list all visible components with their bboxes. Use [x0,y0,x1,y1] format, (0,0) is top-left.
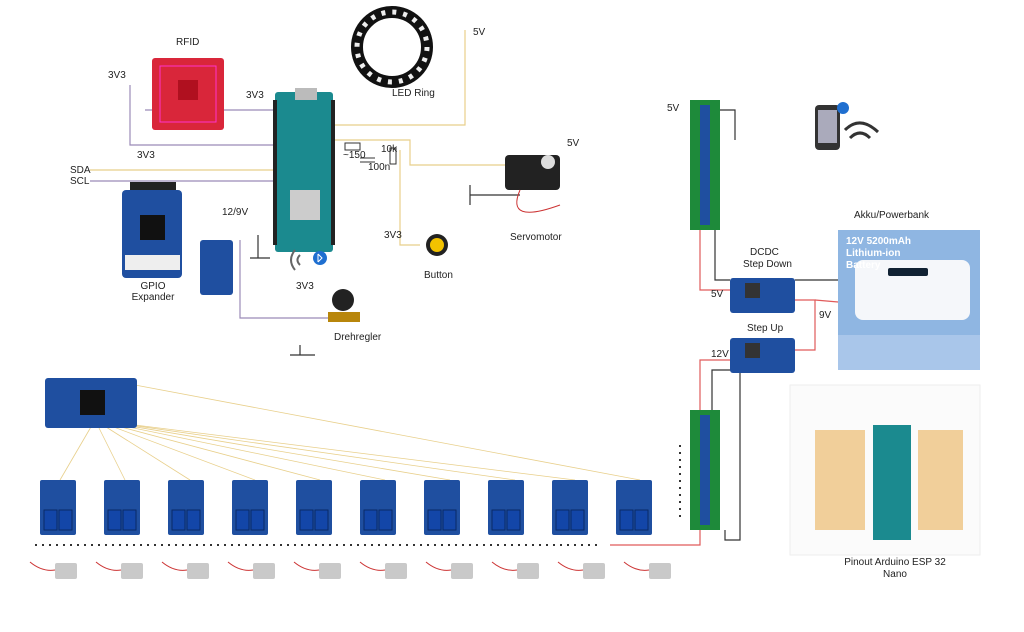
relay-module [296,480,332,535]
gpio-expander-relays [45,378,137,428]
resistor-10k [389,147,397,165]
label-led-ring: LED Ring [392,88,435,99]
bluetooth-icon [313,251,327,265]
label-drehregler: Drehregler [334,332,382,343]
wire-led-data [330,30,466,126]
capacitor-100n [360,157,375,163]
wire-pot [239,240,330,319]
small-sensor-board [200,240,233,295]
solenoid [95,561,143,579]
wire-rail-relay-red [610,530,701,546]
relay-module [488,480,524,535]
solenoid [623,561,671,579]
wire-button [399,150,420,246]
relay-module [360,480,396,535]
rfid-module [152,58,224,130]
dcdc-step-down [730,278,795,313]
led-ring [351,6,433,88]
wire-servo-signal [330,139,520,166]
solenoid [293,561,341,579]
servomotor [505,155,561,213]
solenoid [29,561,77,579]
ground-symbols [250,185,520,356]
label-step-up-9v: 9V [819,310,832,321]
potentiometer [328,289,360,322]
label-sda: SDA [70,165,91,176]
esp32-pinout [789,384,981,556]
solenoids [29,561,671,579]
relay-module [168,480,204,535]
solenoid [227,561,275,579]
gpio-expander [122,182,182,278]
solenoid [491,561,539,579]
label-akku: Akku/Powerbank [854,210,930,221]
relay-modules [40,480,652,535]
relay-module [40,480,76,535]
relay-module [552,480,588,535]
phone-icon [815,105,840,150]
label-resistor-10k: 10k [381,144,398,155]
terminal-rail-bottom [690,410,720,530]
label-step-down-5v: 5V [711,289,724,300]
relay-wires [59,384,641,481]
label-servomotor: Servomotor [510,232,562,243]
label-pinout-title: Pinout Arduino ESP 32 Nano [844,557,946,580]
wire-rfid [129,85,275,146]
relay-module [104,480,140,535]
label-dcdc: DCDC [750,247,779,258]
label-servo-5v: 5V [567,138,580,149]
relay-module [232,480,268,535]
solenoid [557,561,605,579]
wire-12v-red [699,359,735,420]
resistor-150 [344,142,361,151]
solenoid [161,561,209,579]
label-rfid-3v3-left: 3V3 [108,70,126,81]
label-step-down: Step Down [743,259,792,270]
solenoid [425,561,473,579]
label-button: Button [424,270,453,281]
label-capacitor-100n: 100n [368,162,391,173]
wire-9v [795,299,816,351]
label-scl: SCL [70,176,90,187]
label-gpio-expander: GPIO Expander [131,281,175,303]
label-pot-3v3: 3V3 [296,281,314,292]
phone-bluetooth-icon [837,102,849,114]
push-button [426,234,448,256]
wifi-icon [290,249,301,271]
wire-5v-red [699,230,730,291]
label-resistor-150: ~150 [343,150,366,161]
label-rfid: RFID [176,37,200,48]
label-step-up-12v: 12V [711,349,729,360]
dcdc-step-up [730,338,795,373]
label-gpio-3v3: 3V3 [137,150,155,161]
relay-module [616,480,652,535]
wire-rail-relay-black [724,360,741,541]
label-rail-5v: 5V [667,103,680,114]
label-button-3v3: 3V3 [384,230,402,241]
label-led-5v: 5V [473,27,486,38]
label-step-up: Step Up [747,323,784,334]
solenoid [359,561,407,579]
label-supply-12-9v: 12/9V [222,207,249,218]
arduino-nano-esp32 [273,88,335,252]
battery-text: 12V 5200mAh Lithium-ion Battery [846,236,912,271]
phone-wifi-icon [843,121,880,140]
wire-gnd-rail [720,109,736,140]
terminal-rail-top [690,100,720,230]
relay-module [424,480,460,535]
wire-12v-black [711,369,735,420]
battery-powerbank [838,230,980,370]
wire-5v-black [714,230,730,281]
label-rfid-3v3-right: 3V3 [246,90,264,101]
